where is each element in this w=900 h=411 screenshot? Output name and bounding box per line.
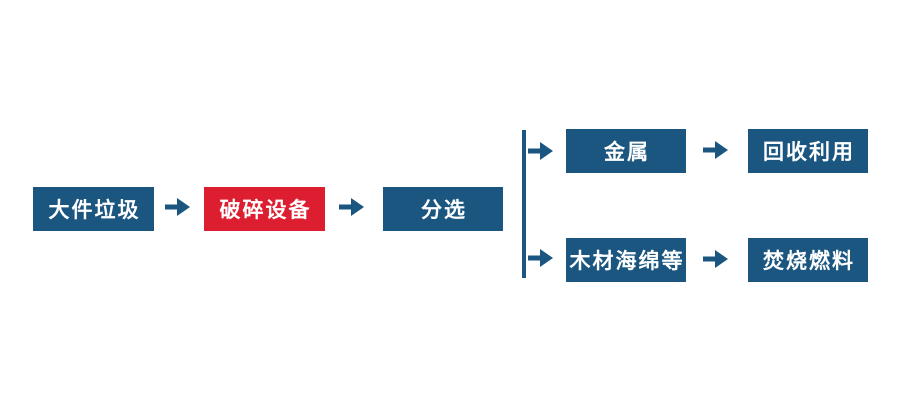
node-metal: 金属 (566, 129, 686, 173)
arrow-right-icon (165, 198, 190, 216)
arrow-right-icon (528, 142, 553, 160)
node-crushing-equipment: 破碎设备 (204, 187, 325, 231)
arrow-right-icon (703, 250, 728, 268)
arrow-right-icon (703, 141, 728, 159)
node-incineration-fuel: 焚烧燃料 (748, 238, 868, 282)
arrow-right-icon (528, 249, 553, 267)
node-recycling: 回收利用 (748, 129, 868, 173)
node-sorting: 分选 (383, 187, 503, 231)
branch-connector-line (522, 130, 526, 278)
arrow-right-icon (339, 198, 364, 216)
node-bulky-waste: 大件垃圾 (33, 187, 154, 231)
node-wood-sponge: 木材海绵等 (566, 238, 686, 282)
